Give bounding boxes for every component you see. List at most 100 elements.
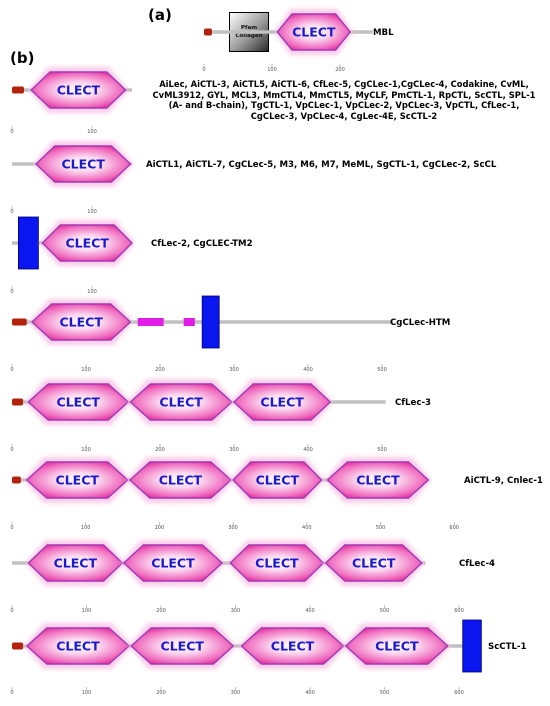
cflec-3-tick-label: 0 — [10, 447, 13, 453]
row1-tick-label: 0 — [10, 129, 13, 135]
cflec-4-clect-label: CLECT — [352, 556, 396, 571]
sctl-1-clect-label: CLECT — [375, 639, 419, 654]
sctl-1-clect-domain — [344, 627, 449, 665]
sctl-1-signal-peptide — [12, 642, 24, 650]
cgclec-htm-tick-label: 400 — [303, 367, 313, 373]
row1-list-line: AiLec, AiCTL-3, AiCTL5, AiCTL-6, CfLec-5… — [159, 79, 529, 89]
aictl-9-tick-label: 200 — [155, 525, 165, 531]
cgclec-htm-tick-label: 0 — [10, 367, 13, 373]
cflec-3-tick-label: 300 — [229, 447, 239, 453]
aictl-9-clect-label: CLECT — [356, 473, 400, 488]
cflec-3-protein-label: CfLec-3 — [395, 398, 431, 408]
cflec-3-clect-label: CLECT — [57, 395, 101, 410]
row1-list-line: CgCLec-3, VpCLec-4, CgLec-4E, ScCTL-2 — [250, 110, 438, 121]
aictl-9-tick-label: 100 — [81, 525, 91, 531]
sctl-1-tick-label: 300 — [231, 690, 241, 696]
aictl-9-clect-domain — [232, 461, 323, 499]
aictl-9-tick-label: 0 — [10, 525, 13, 531]
row3-clect-domain — [41, 224, 133, 262]
cgclec-htm-transmembrane-segment — [201, 295, 220, 349]
cgclec-htm-tick-label: 300 — [229, 367, 239, 373]
row2-clect-domain — [34, 145, 132, 183]
panel-a-label: (a) — [148, 6, 172, 24]
mbl-tick-label: 0 — [202, 67, 205, 73]
sctl-1-clect-label: CLECT — [56, 639, 100, 654]
cflec-4-tick-label: 200 — [156, 608, 166, 614]
row1-clect-domain — [30, 71, 127, 109]
cflec-4-clect-domain — [324, 544, 423, 582]
cflec-4-tick-label: 600 — [454, 608, 464, 614]
aictl-9-tick-label: 400 — [302, 525, 312, 531]
cflec-4-tick-label: 500 — [380, 608, 390, 614]
cflec-3-tick-label: 400 — [303, 447, 313, 453]
cflec-3-clect-label: CLECT — [159, 395, 203, 410]
aictl-9-tick-label: 600 — [449, 525, 459, 531]
mbl-clect-label: CLECT — [292, 25, 336, 40]
cflec-4-tick-label: 0 — [10, 608, 13, 614]
cgclec-htm-protein-label: CgCLec-HTM — [390, 318, 450, 328]
aictl-9-signal-peptide — [12, 476, 21, 484]
panel-b-label: (b) — [10, 49, 35, 67]
cflec-3-clect-label: CLECT — [260, 395, 304, 410]
cflec-4-tick-label: 300 — [231, 608, 241, 614]
cflec-3-tick-label: 500 — [377, 447, 387, 453]
row1-list-line: (A- and B-chain), TgCTL-1, VpCLec-1, VpC… — [168, 100, 520, 111]
sctl-1-transmembrane-segment — [462, 619, 482, 673]
cflec-4-clect-label: CLECT — [54, 556, 98, 571]
mbl-signal-peptide — [204, 28, 212, 36]
aictl-9-clect-label: CLECT — [159, 473, 203, 488]
cflec-4-clect-label: CLECT — [151, 556, 195, 571]
cflec-3-tick-label: 100 — [81, 447, 91, 453]
pfam-label: Pfam — [240, 25, 258, 31]
aictl-9-clect-domain — [326, 461, 430, 499]
mbl-protein-label: MBL — [373, 28, 394, 38]
row1-protein-list: AiLec, AiCTL-3, AiCTL5, AiCTL-6, CfLec-5… — [144, 79, 544, 121]
mbl-clect-domain — [276, 13, 352, 51]
row1-signal-peptide — [12, 86, 24, 94]
sctl-1-clect-label: CLECT — [161, 639, 205, 654]
row3-tick-label: 100 — [87, 289, 97, 295]
row2-protein-label: AiCTL1, AiCTL-7, CgCLec-5, M3, M6, M7, M… — [146, 160, 497, 170]
row2-tick-label: 0 — [10, 209, 13, 215]
sctl-1-protein-label: ScCTL-1 — [488, 642, 526, 652]
row3-clect-label: CLECT — [66, 236, 110, 251]
cflec-3-tick-label: 200 — [155, 447, 165, 453]
sctl-1-tick-label: 400 — [305, 690, 315, 696]
aictl-9-clect-label: CLECT — [56, 473, 100, 488]
mbl-tick-label: 100 — [267, 67, 277, 73]
cgclec-htm-tick-label: 200 — [155, 367, 165, 373]
collagen-label: Collagen — [235, 33, 263, 39]
sctl-1-tick-label: 500 — [380, 690, 390, 696]
row3-protein-label: CfLec-2, CgCLEC-TM2 — [151, 239, 253, 249]
cflec-4-clect-domain — [122, 544, 224, 582]
row2-clect-label: CLECT — [62, 157, 106, 172]
cflec-4-clect-label: CLECT — [255, 556, 299, 571]
sctl-1-tick-label: 200 — [156, 690, 166, 696]
cflec-3-clect-domain — [232, 383, 332, 421]
row1-tick-label: 100 — [87, 129, 97, 135]
aictl-9-clect-label: CLECT — [256, 473, 300, 488]
cflec-4-tick-label: 400 — [305, 608, 315, 614]
row2-tick-label: 100 — [87, 209, 97, 215]
cgclec-htm-tick-label: 100 — [81, 367, 91, 373]
sctl-1-tick-label: 0 — [10, 690, 13, 696]
cgclec-htm-tick-label: 500 — [377, 367, 387, 373]
row3-tick-label: 0 — [10, 289, 13, 295]
row3-transmembrane-segment — [17, 216, 39, 270]
aictl-9-tick-label: 500 — [376, 525, 386, 531]
cgclec-htm-signal-peptide — [12, 318, 27, 326]
sctl-1-clect-domain — [130, 627, 235, 665]
cgclec-htm-clect-domain — [30, 303, 132, 341]
sctl-1-tick-label: 600 — [454, 690, 464, 696]
sctl-1-clect-label: CLECT — [271, 639, 315, 654]
row1-clect-label: CLECT — [57, 83, 101, 98]
cflec-4-tick-label: 100 — [82, 608, 92, 614]
mbl-tick-label: 200 — [335, 67, 345, 73]
cflec-4-protein-label: CfLec-4 — [459, 559, 495, 569]
cgclec-htm-clect-label: CLECT — [59, 315, 103, 330]
cgclec-htm-low-complexity-region — [183, 318, 195, 326]
cgclec-htm-low-complexity-region — [137, 318, 164, 326]
cflec-3-signal-peptide — [12, 398, 24, 406]
sctl-1-tick-label: 100 — [82, 690, 92, 696]
